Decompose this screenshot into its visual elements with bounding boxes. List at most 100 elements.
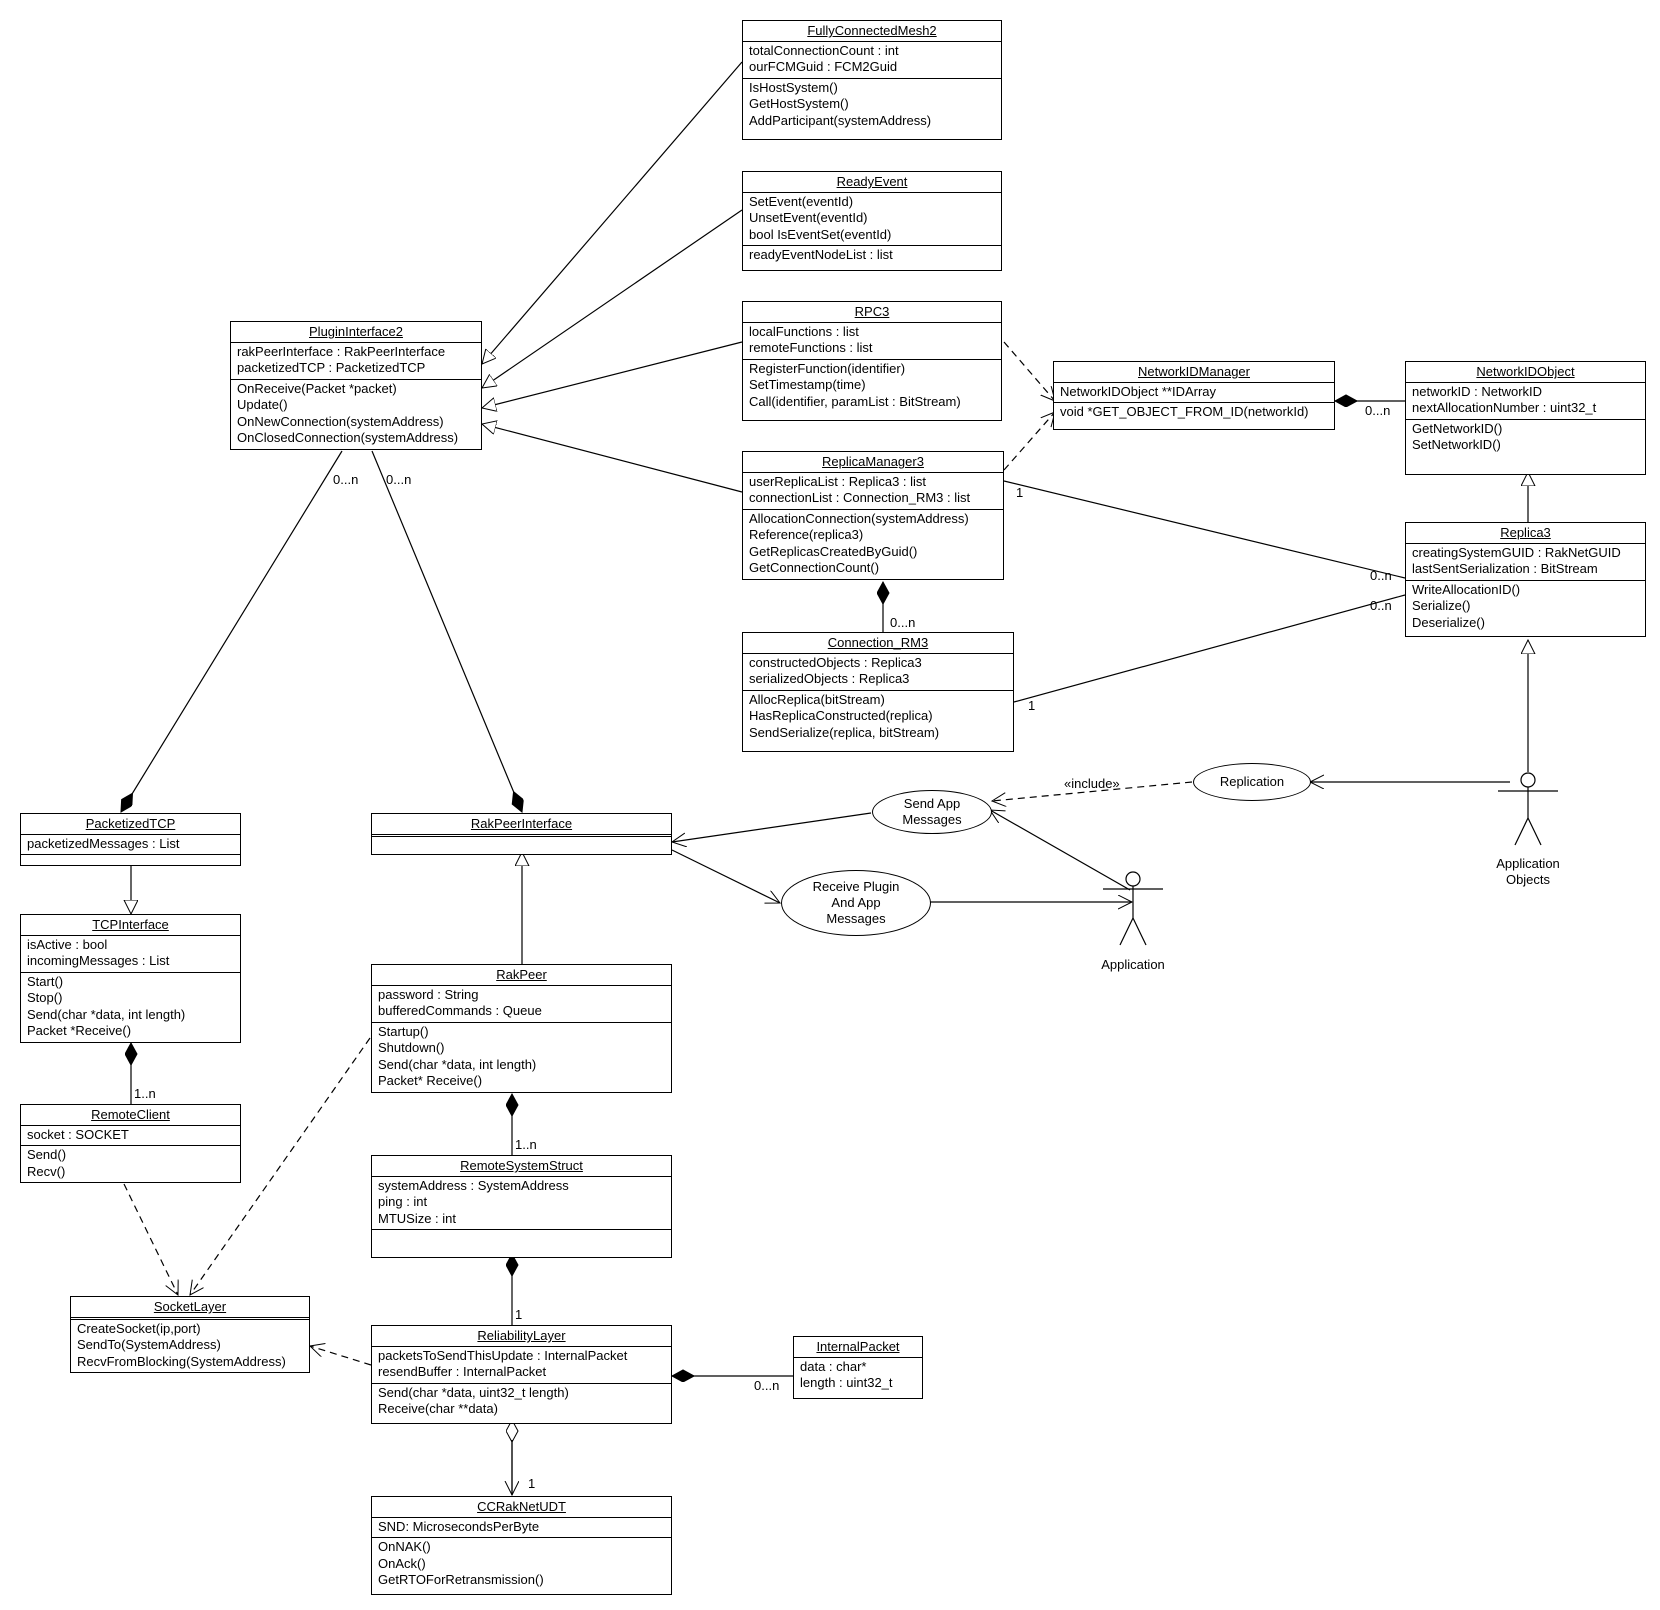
attribute: readyEventNodeList : list [749,247,893,262]
attribute: packetizedMessages : List [27,835,180,851]
operation: Stop() [27,990,63,1005]
dep-rl-socket [310,1346,372,1366]
operation: Call(identifier, paramList : BitStream) [749,393,961,409]
operation: OnClosedConnection(systemAddress) [237,430,459,445]
operation: HasReplicaConstructed(replica) [749,708,933,723]
operation: AddParticipant(systemAddress) [749,112,932,128]
actor-application-objects-figure [1498,772,1558,846]
use-case-receive-plugin-messages[interactable]: Receive Plugin And App Messages [781,870,931,936]
class-replica3[interactable]: Replica3 creatingSystemGUID : RakNetGUID… [1405,522,1646,637]
attribute: constructedObjects : Replica3 [749,654,922,670]
operation: Start() [27,973,64,989]
class-remote-system-struct[interactable]: RemoteSystemStruct systemAddress : Syste… [371,1155,672,1258]
operations: OnReceive(Packet *packet)Update()OnNewCo… [231,380,481,449]
comp-plugin-ptcp [121,450,343,812]
use-case-send-app-messages[interactable]: Send App Messages [872,790,992,834]
attribute: socket : SOCKET [27,1126,129,1142]
class-fully-connected-mesh2[interactable]: FullyConnectedMesh2 totalConnectionCount… [742,20,1002,140]
class-internal-packet[interactable]: InternalPacket data : char*length : uint… [793,1336,923,1399]
class-replica-manager3[interactable]: ReplicaManager3 userReplicaList : Replic… [742,451,1004,580]
operation: Send() [27,1147,67,1162]
class-name: SocketLayer [71,1297,309,1320]
class-cc-raknet-udt[interactable]: CCRakNetUDT SND: MicrosecondsPerByte OnN… [371,1496,672,1595]
operation: OnAck() [378,1555,426,1571]
attributes: SND: MicrosecondsPerByte [372,1518,671,1538]
attribute: ourFCMGuid : FCM2Guid [749,59,898,74]
actor-application-objects-label: Application Objects [1496,856,1560,887]
attribute: ping : int [378,1194,428,1209]
attribute: totalConnectionCount : int [749,42,899,58]
operation: Recv() [27,1163,66,1179]
actor-application-figure [1103,871,1163,946]
link-send-rpi [672,812,872,842]
class-name: NetworkIDManager [1054,362,1334,383]
operations: void *GET_OBJECT_FROM_ID(networkId) [1054,403,1334,429]
attribute: userReplicaList : Replica3 : list [749,473,927,489]
operations: Startup()Shutdown()Send(char *data, int … [372,1023,671,1092]
gen-fcm2-plugin [482,61,743,364]
assoc-crm3-replica3 [1013,594,1406,703]
use-case-replication[interactable]: Replication [1193,763,1311,801]
operations [372,837,671,854]
class-name: ReliabilityLayer [372,1326,671,1347]
multiplicity-label: 1 [528,1476,536,1491]
operation: GetRTOForRetransmission() [378,1572,544,1587]
operations: AllocReplica(bitStream)HasReplicaConstru… [743,691,1013,752]
attribute: isActive : bool [27,936,108,952]
class-network-id-manager[interactable]: NetworkIDManager NetworkIDObject **IDArr… [1053,361,1335,430]
class-packetized-tcp[interactable]: PacketizedTCP packetizedMessages : List [20,813,241,866]
class-name: NetworkIDObject [1406,362,1645,383]
operation: SetEvent(eventId) [749,193,854,209]
operations: SetEvent(eventId)UnsetEvent(eventId)bool… [743,193,1001,246]
attribute: serializedObjects : Replica3 [749,671,910,686]
class-ready-event[interactable]: ReadyEvent SetEvent(eventId)UnsetEvent(e… [742,171,1002,271]
attribute: lastSentSerialization : BitStream [1412,561,1598,576]
attribute: creatingSystemGUID : RakNetGUID [1412,544,1621,560]
operation: WriteAllocationID() [1412,581,1521,597]
multiplicity-label: 0...n [386,472,412,487]
class-plugin-interface2[interactable]: PluginInterface2 rakPeerInterface : RakP… [230,321,482,450]
class-remote-client[interactable]: RemoteClient socket : SOCKET Send()Recv(… [20,1104,241,1183]
operations: Send(char *data, uint32_t length)Receive… [372,1384,671,1423]
dep-rp-socket [190,1037,371,1295]
class-rak-peer-interface[interactable]: RakPeerInterface [371,813,672,855]
operations: CreateSocket(ip,port)SendTo(SystemAddres… [71,1320,309,1373]
operation: Startup() [378,1023,429,1039]
operation: UnsetEvent(eventId) [749,210,868,225]
operations: AllocationConnection(systemAddress)Refer… [743,510,1003,579]
operation: OnNAK() [378,1539,431,1554]
multiplicity-label: 0...n [890,615,916,630]
attributes: readyEventNodeList : list [743,246,1001,270]
operations: GetNetworkID()SetNetworkID() [1406,420,1645,474]
class-reliability-layer[interactable]: ReliabilityLayer packetsToSendThisUpdate… [371,1325,672,1424]
class-socket-layer[interactable]: SocketLayer CreateSocket(ip,port)SendTo(… [70,1296,310,1373]
multiplicity-label: 1 [1028,698,1036,713]
dep-rpc3-nidm [1003,341,1055,401]
link-rpi-receive [671,849,780,903]
attribute: incomingMessages : List [27,953,170,968]
class-name: RakPeerInterface [372,814,671,837]
operation: SetTimestamp(time) [749,377,866,392]
operation: Receive(char **data) [378,1401,498,1416]
operation: OnReceive(Packet *packet) [237,380,397,396]
include-stereotype: «include» [1064,776,1120,791]
class-connection-rm3[interactable]: Connection_RM3 constructedObjects : Repl… [742,632,1014,752]
class-name: ReplicaManager3 [743,452,1003,473]
dep-rm3-nidm [1003,412,1055,471]
multiplicity-label: 1 [515,1307,523,1322]
multiplicity-label: 0..n [1370,598,1392,613]
attribute: localFunctions : list [749,323,859,339]
attribute: MTUSize : int [378,1210,457,1226]
